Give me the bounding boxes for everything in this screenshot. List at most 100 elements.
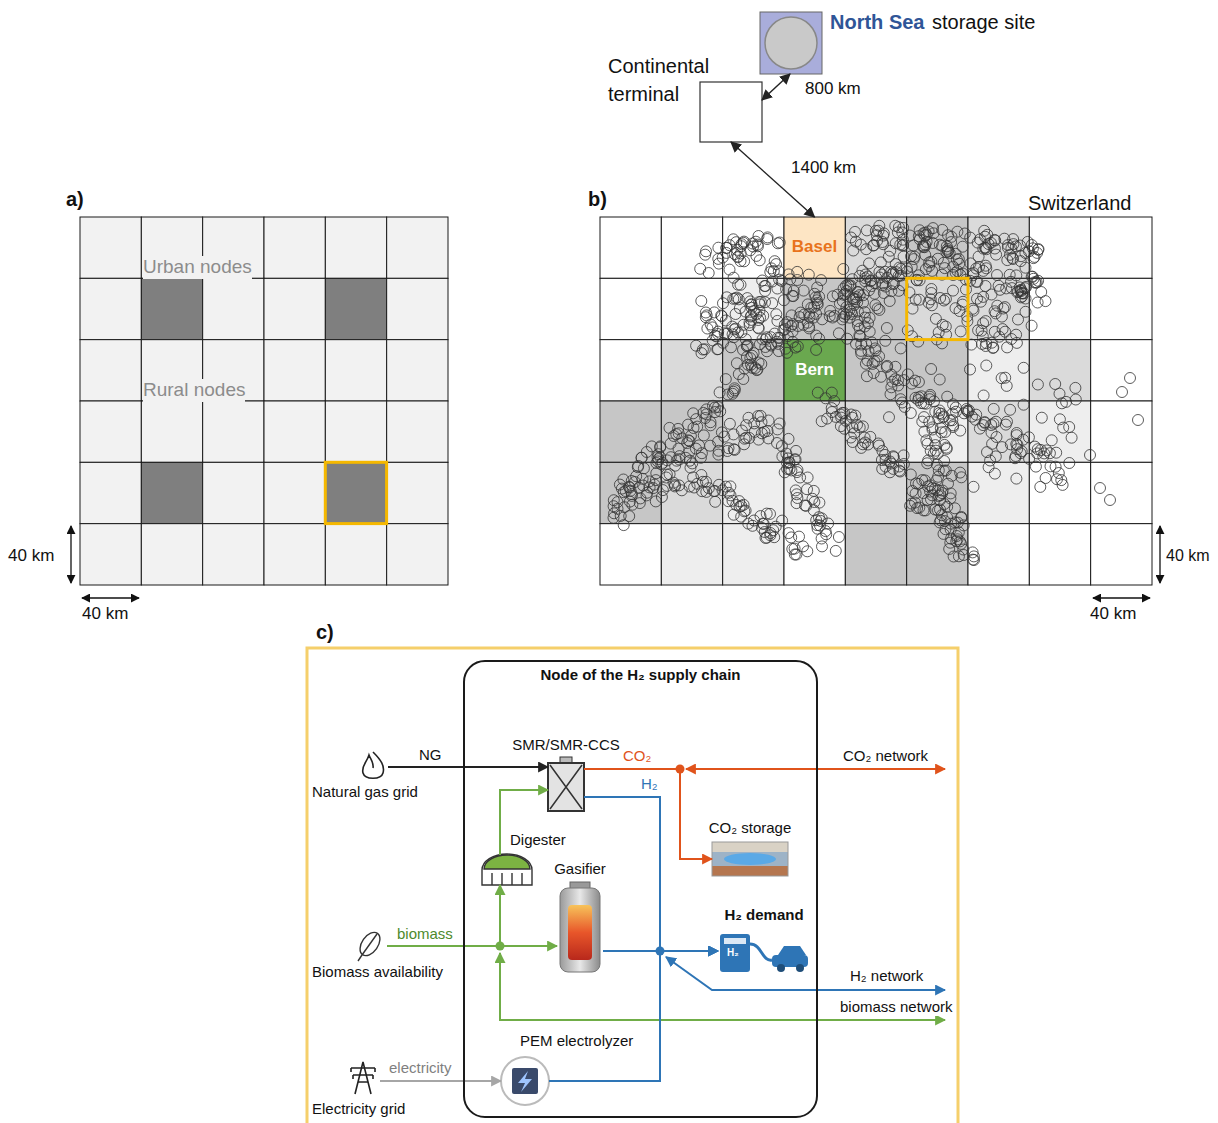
grid-cell	[1029, 217, 1090, 278]
site-circle	[839, 423, 850, 434]
site-circle	[798, 541, 809, 552]
site-circle	[969, 555, 980, 566]
grid-cell	[784, 462, 845, 523]
site-circle	[918, 398, 929, 409]
site-circle	[849, 428, 860, 439]
site-circle	[807, 493, 818, 504]
site-circle	[820, 393, 831, 404]
site-circle	[981, 360, 992, 371]
co2-storage-unit: CO₂ storage	[712, 842, 788, 876]
site-circle	[708, 486, 719, 497]
site-circle	[873, 225, 884, 236]
site-circle	[731, 358, 742, 369]
site-circle	[691, 340, 702, 351]
site-circle	[726, 342, 737, 353]
site-circle	[747, 362, 758, 373]
site-circle	[945, 537, 956, 548]
site-circle	[830, 545, 841, 556]
grid-cell	[784, 401, 845, 462]
site-circle	[917, 416, 928, 427]
site-circle	[793, 321, 804, 332]
site-circle	[942, 391, 953, 402]
site-circle	[738, 374, 749, 385]
site-circle	[728, 509, 739, 520]
node-label: PEM electrolyzer	[520, 1032, 633, 1050]
site-circle	[803, 269, 814, 280]
site-circle	[768, 266, 779, 277]
site-circle	[735, 279, 746, 290]
annotation-label: b)	[588, 187, 607, 211]
storage-site-icon	[765, 17, 817, 69]
site-circle	[750, 236, 761, 247]
flow-arrow	[388, 766, 548, 768]
site-circle	[655, 452, 666, 463]
site-circle	[886, 458, 897, 469]
site-circle	[926, 364, 937, 375]
site-circle	[904, 230, 915, 241]
grid-cell	[387, 340, 448, 401]
edge-label: 800 km	[804, 79, 862, 99]
site-circle	[860, 269, 871, 280]
gas-grid-source: Natural gas grid	[362, 752, 384, 780]
site-circle	[952, 226, 963, 237]
smr-reactor-icon	[548, 763, 584, 811]
site-circle	[720, 374, 731, 385]
site-circle	[774, 418, 785, 429]
junction-dots	[496, 765, 685, 956]
site-circle	[772, 424, 783, 435]
node-label: Natural gas grid	[312, 783, 418, 801]
site-circle	[767, 298, 778, 309]
site-circle	[855, 239, 866, 250]
site-circle	[680, 452, 691, 463]
site-circle	[952, 266, 963, 277]
site-circle	[767, 276, 778, 287]
site-circle	[864, 258, 875, 269]
site-circle	[861, 225, 872, 236]
flow-arrow	[731, 142, 815, 217]
site-circle	[781, 448, 792, 459]
site-circle	[914, 234, 925, 245]
node-label: Gasifier	[554, 860, 606, 878]
site-circle	[1011, 439, 1022, 450]
grid-cell	[325, 278, 386, 339]
site-circle	[705, 319, 716, 330]
site-circle	[989, 306, 1000, 317]
site-circle	[884, 296, 895, 307]
site-circle	[930, 445, 941, 456]
grid-cell	[1029, 340, 1090, 401]
site-circle	[1001, 380, 1012, 391]
grid-cell	[80, 524, 141, 585]
node-label: Digester	[510, 831, 566, 849]
site-circle	[1011, 428, 1022, 439]
site-circle	[842, 333, 853, 344]
grid-cell	[325, 401, 386, 462]
site-circle	[890, 361, 901, 372]
site-circle	[920, 249, 931, 260]
site-circle	[977, 338, 988, 349]
annotation-label: 40 km	[82, 604, 128, 624]
site-circle	[715, 406, 726, 417]
site-circle	[902, 369, 913, 380]
site-circle	[813, 512, 824, 523]
site-circle	[787, 336, 798, 347]
site-circle	[992, 270, 1003, 281]
annotation-label: 40 km	[1090, 604, 1136, 624]
storage-site-box: North Seastorage site	[760, 12, 822, 74]
site-circle	[953, 551, 964, 562]
site-circle	[897, 240, 908, 251]
site-circle	[897, 397, 908, 408]
site-circle	[782, 347, 793, 358]
site-circle	[721, 242, 732, 253]
site-circle	[997, 442, 1008, 453]
site-circle	[870, 300, 881, 311]
site-circle	[986, 420, 997, 431]
grid-cell	[723, 524, 784, 585]
site-circle	[730, 309, 741, 320]
power-tower-icon	[351, 1062, 375, 1094]
site-circle	[914, 294, 925, 305]
site-circle	[973, 325, 984, 336]
site-circle	[691, 414, 702, 425]
site-circle	[950, 248, 961, 259]
site-circle	[844, 312, 855, 323]
site-circle	[733, 369, 744, 380]
